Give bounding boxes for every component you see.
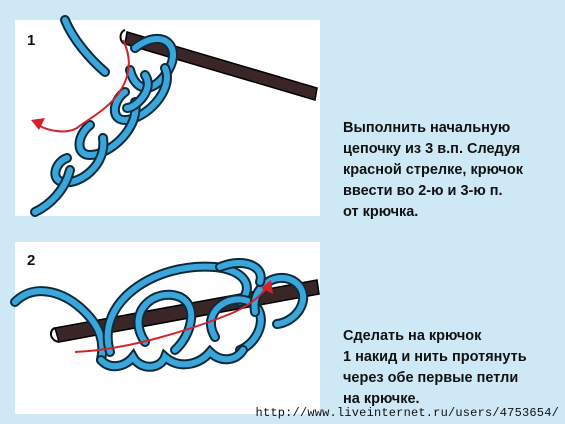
step-1-number: 1 xyxy=(27,32,36,49)
yarn-1 xyxy=(30,15,179,217)
step-1-line-5: от крючка. xyxy=(343,204,419,220)
step-2-line-2: 1 накид и нить протянуть xyxy=(343,349,527,365)
step-1-panel: 1 xyxy=(15,15,320,217)
red-arrow-2 xyxy=(74,280,273,353)
step-1-instructions: Выполнить начальную цепочку из 3 в.п. Сл… xyxy=(343,118,553,223)
step-2-instructions: Сделать на крючок 1 накид и нить протяну… xyxy=(343,326,558,410)
yarn-2 xyxy=(10,258,309,372)
step-2-panel: 2 xyxy=(10,242,320,414)
step-1-line-3: красной стрелке, крючок xyxy=(343,162,523,178)
step-2-line-1: Сделать на крючок xyxy=(343,328,482,344)
step-1-line-2: цепочку из 3 в.п. Следуя xyxy=(343,141,521,157)
step-1-illustration xyxy=(30,15,318,217)
step-1-line-4: ввести во 2-ю и 3-ю п. xyxy=(343,183,503,199)
step-2-illustration xyxy=(10,258,320,372)
step-1-line-1: Выполнить начальную xyxy=(343,120,511,136)
step-2-line-3: через обе первые петли xyxy=(343,370,519,386)
red-arrow-1 xyxy=(31,39,130,133)
step-2-number: 2 xyxy=(27,252,36,269)
source-watermark: http://www.liveinternet.ru/users/4753654… xyxy=(255,406,559,420)
step-2-line-4: на крючке. xyxy=(343,391,420,407)
